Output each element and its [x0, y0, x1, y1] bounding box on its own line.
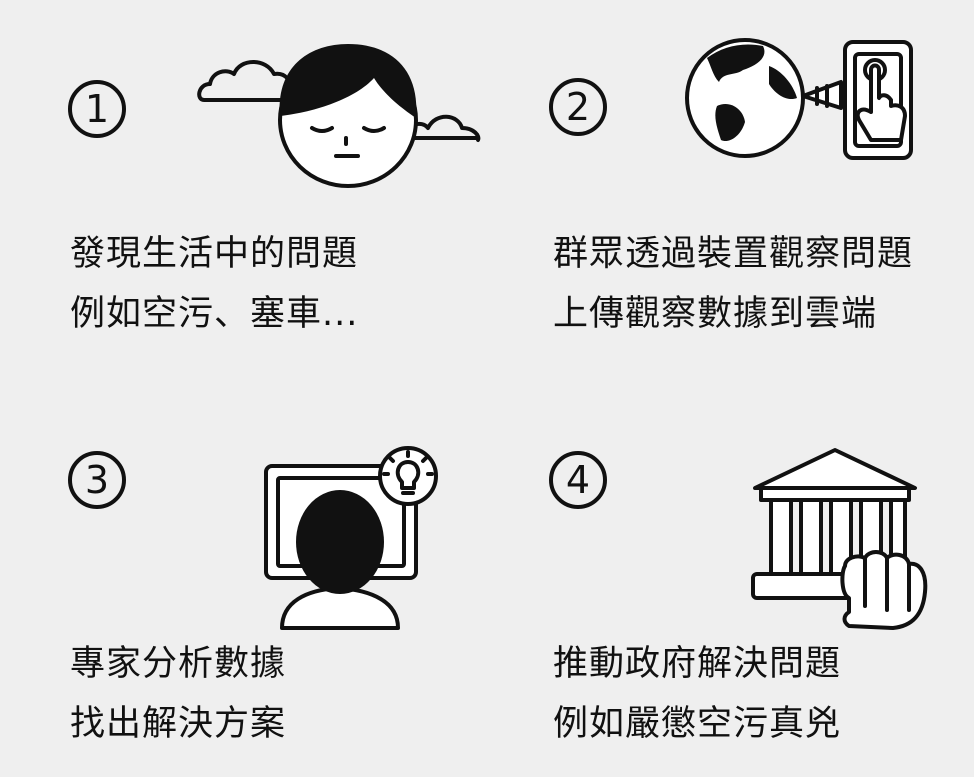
step-2-text: 群眾透過裝置觀察問題 上傳觀察數據到雲端 [553, 224, 913, 344]
step-4: 4 推動政府解決問題 例如嚴懲空污真兇 [487, 388, 974, 776]
step-number-1: 1 [68, 80, 126, 138]
step-3-line-1: 專家分析數據 [70, 644, 287, 684]
step-4-line-1: 推動政府解決問題 [553, 644, 842, 684]
step-2: 2 群眾透過裝置觀察問題 上傳觀察數據到雲端 [487, 0, 974, 388]
step-number-3: 3 [68, 451, 126, 509]
step-2-line-2: 上傳觀察數據到雲端 [553, 294, 878, 334]
step-1: 1 發現生活中的問題 例如空污、塞車... [0, 0, 487, 388]
step-3-text: 專家分析數據 找出解決方案 [70, 634, 286, 754]
step-2-line-1: 群眾透過裝置觀察問題 [553, 234, 914, 274]
government-building-with-fist-icon [751, 448, 928, 630]
step-4-text: 推動政府解決問題 例如嚴懲空污真兇 [553, 634, 841, 754]
step-4-line-2: 例如嚴懲空污真兇 [553, 704, 842, 744]
step-number-2: 2 [549, 78, 607, 136]
step-number-4: 4 [549, 451, 607, 509]
earth-and-touch-device-icon [685, 38, 913, 160]
step-1-line-2: 例如空污、塞車... [70, 294, 359, 334]
step-3: 3 專家分析數據 找出解決方案 [0, 388, 487, 776]
step-1-line-1: 發現生活中的問題 [70, 234, 359, 274]
thinking-face-with-clouds-icon [197, 44, 481, 188]
step-3-line-2: 找出解決方案 [70, 704, 287, 744]
person-at-computer-with-lightbulb-icon [264, 446, 438, 630]
step-1-text: 發現生活中的問題 例如空污、塞車... [70, 224, 358, 344]
